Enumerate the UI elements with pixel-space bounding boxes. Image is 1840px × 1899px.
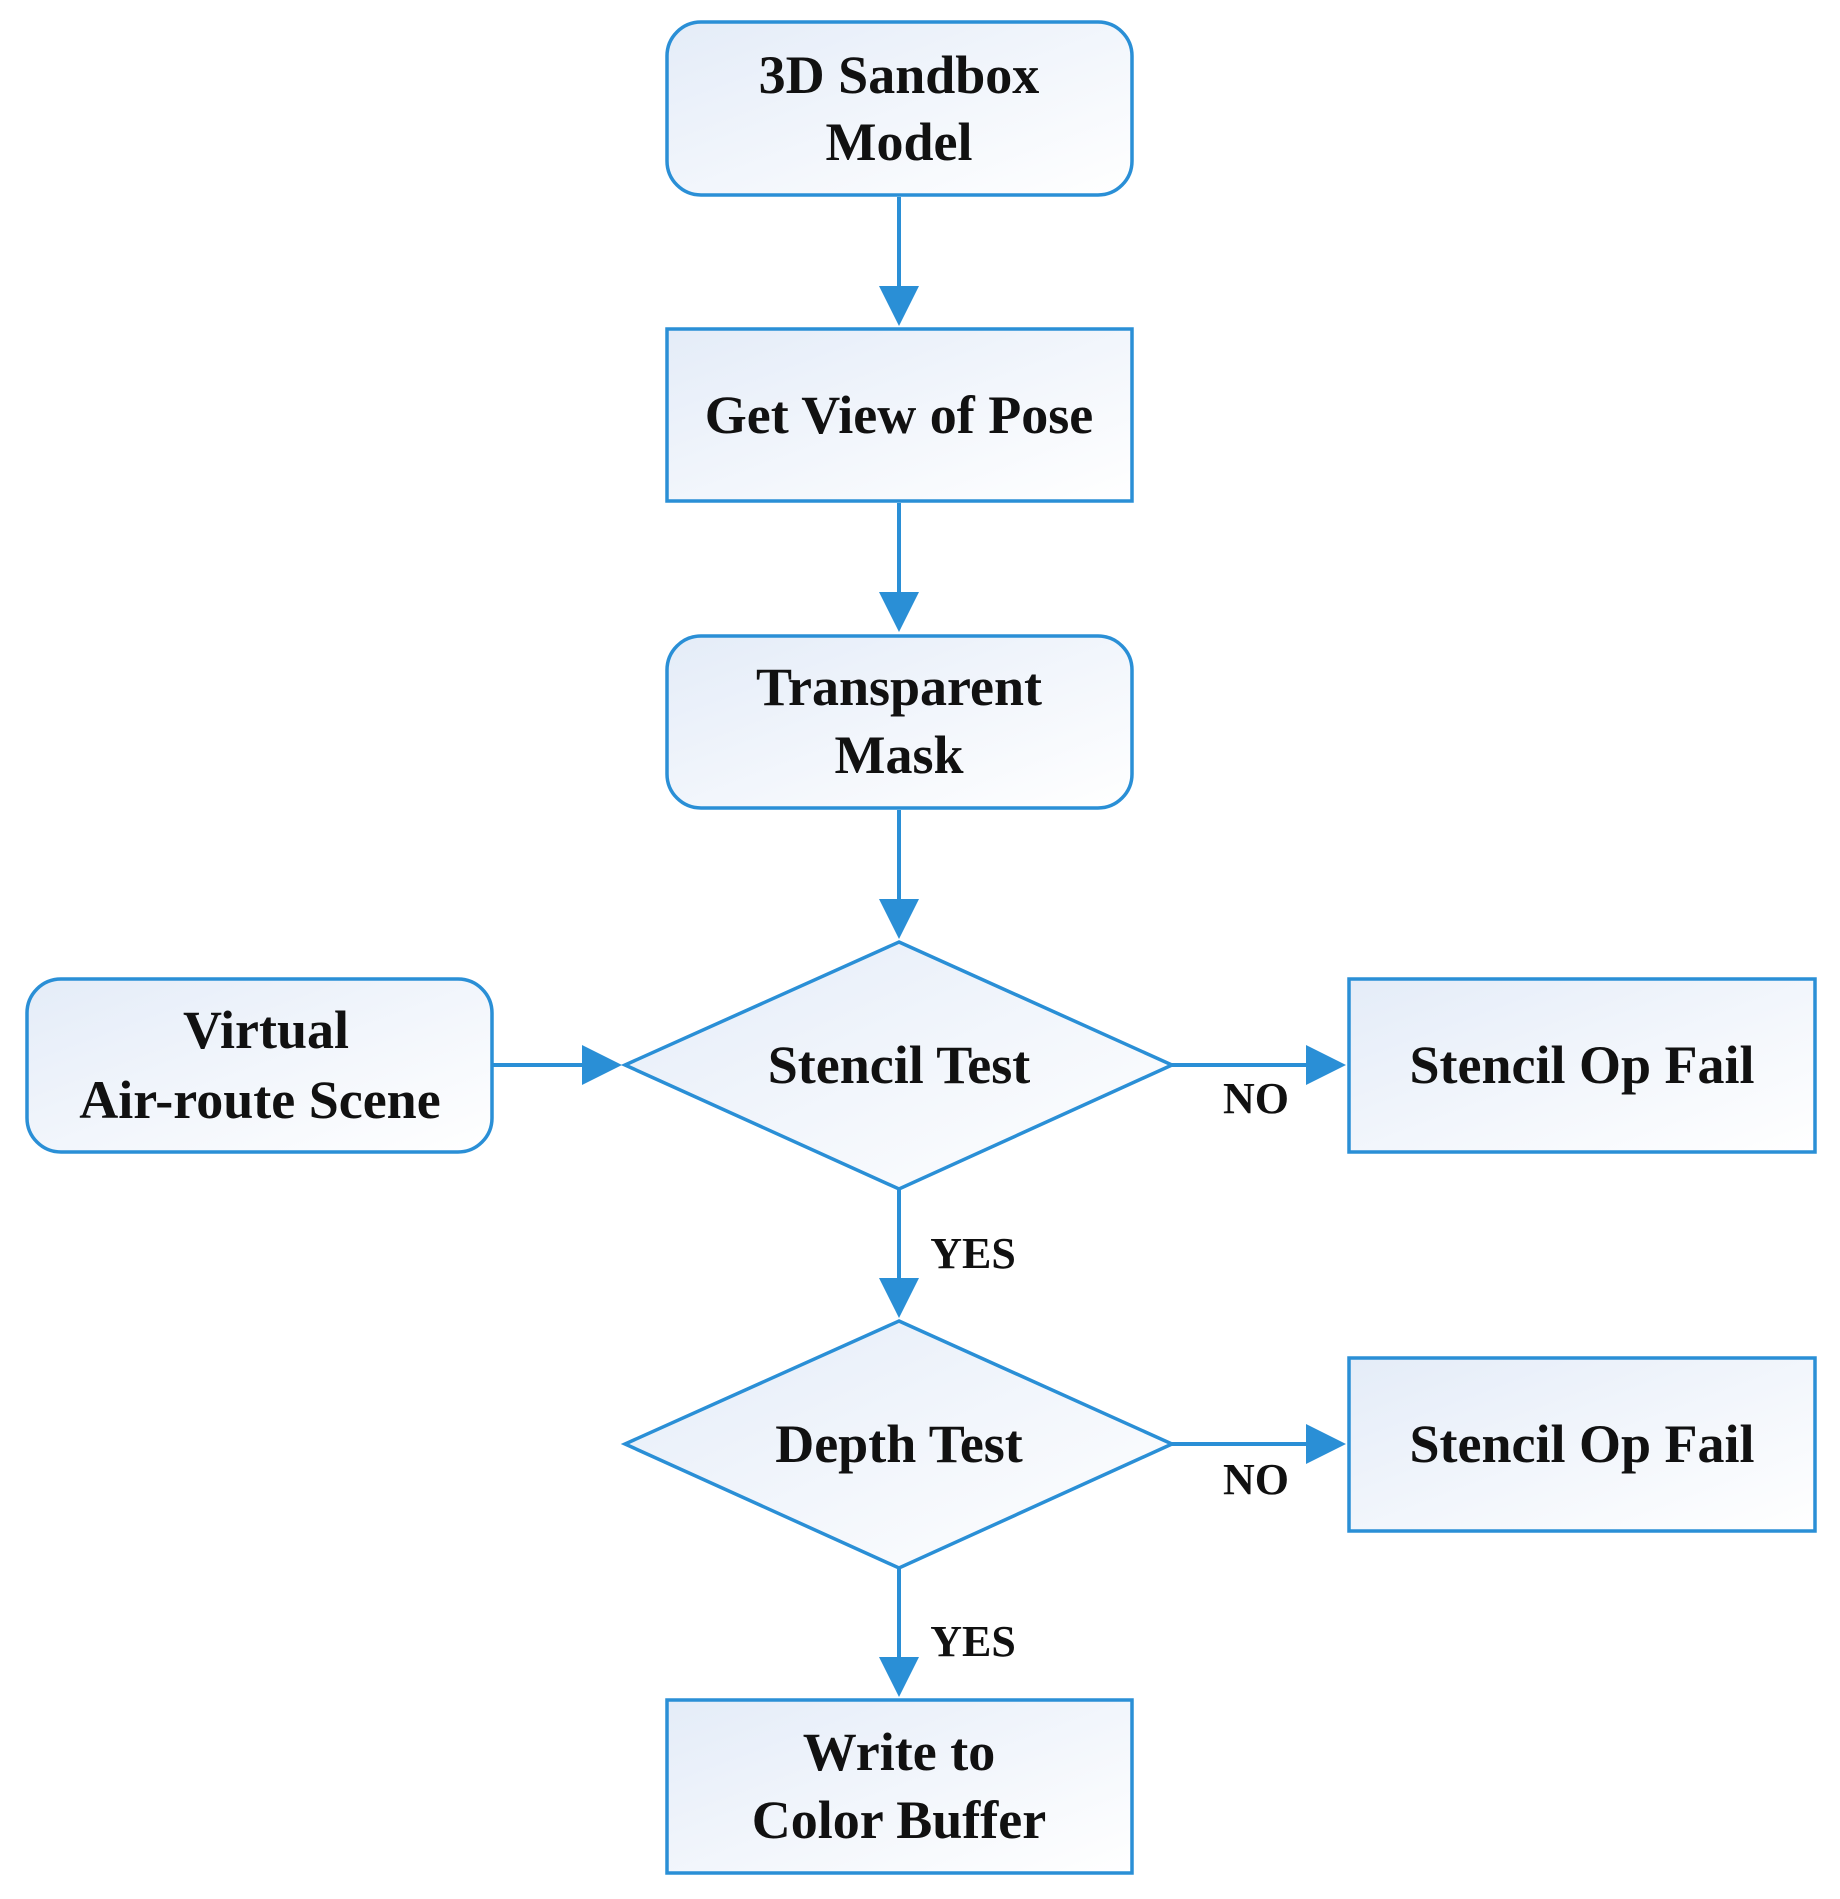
stencil-fail-1-line-1: Stencil Op Fail: [1409, 1035, 1754, 1095]
stencil-test-diamond: [620, 940, 1177, 1191]
edge-label-stencil-no: NO: [1223, 1074, 1289, 1123]
sandbox-model-box: [665, 20, 1134, 197]
edge-label-depth-no: NO: [1223, 1455, 1289, 1504]
stencil-fail-2-box: [1347, 1356, 1817, 1533]
node-depth-test: Depth Test: [620, 1319, 1177, 1570]
virtual-scene-line-2: Air-route Scene: [79, 1070, 440, 1130]
transparent-mask-line-1: Transparent: [756, 657, 1042, 717]
stencil-test-line-1: Stencil Test: [768, 1035, 1031, 1095]
get-view-box: [665, 327, 1134, 503]
node-write-color: Write to Color Buffer: [665, 1698, 1134, 1875]
edge-label-stencil-yes: YES: [930, 1229, 1016, 1278]
get-view-line-1: Get View of Pose: [705, 385, 1093, 445]
virtual-scene-line-1: Virtual: [183, 1000, 349, 1060]
write-color-box: [665, 1698, 1134, 1875]
virtual-scene-box: [25, 977, 494, 1154]
connectors: [492, 197, 1346, 1697]
stencil-fail-2-line-1: Stencil Op Fail: [1409, 1414, 1754, 1474]
depth-test-diamond: [620, 1319, 1177, 1570]
write-color-line-2: Color Buffer: [752, 1790, 1046, 1850]
sandbox-model-line-2: Model: [826, 112, 973, 172]
stencil-fail-1-box: [1347, 977, 1817, 1154]
transparent-mask-box: [665, 634, 1134, 810]
node-get-view: Get View of Pose: [665, 327, 1134, 503]
edge-label-depth-yes: YES: [930, 1617, 1016, 1666]
write-color-line-1: Write to: [803, 1722, 995, 1782]
depth-test-line-1: Depth Test: [775, 1414, 1023, 1474]
node-virtual-scene: Virtual Air-route Scene: [25, 977, 494, 1154]
node-stencil-fail-2: Stencil Op Fail: [1347, 1356, 1817, 1533]
node-stencil-fail-1: Stencil Op Fail: [1347, 977, 1817, 1154]
node-stencil-test: Stencil Test: [620, 940, 1177, 1191]
transparent-mask-line-2: Mask: [834, 725, 963, 785]
sandbox-model-line-1: 3D Sandbox: [759, 45, 1040, 105]
node-sandbox-model: 3D Sandbox Model: [665, 20, 1134, 197]
node-transparent-mask: Transparent Mask: [665, 634, 1134, 810]
